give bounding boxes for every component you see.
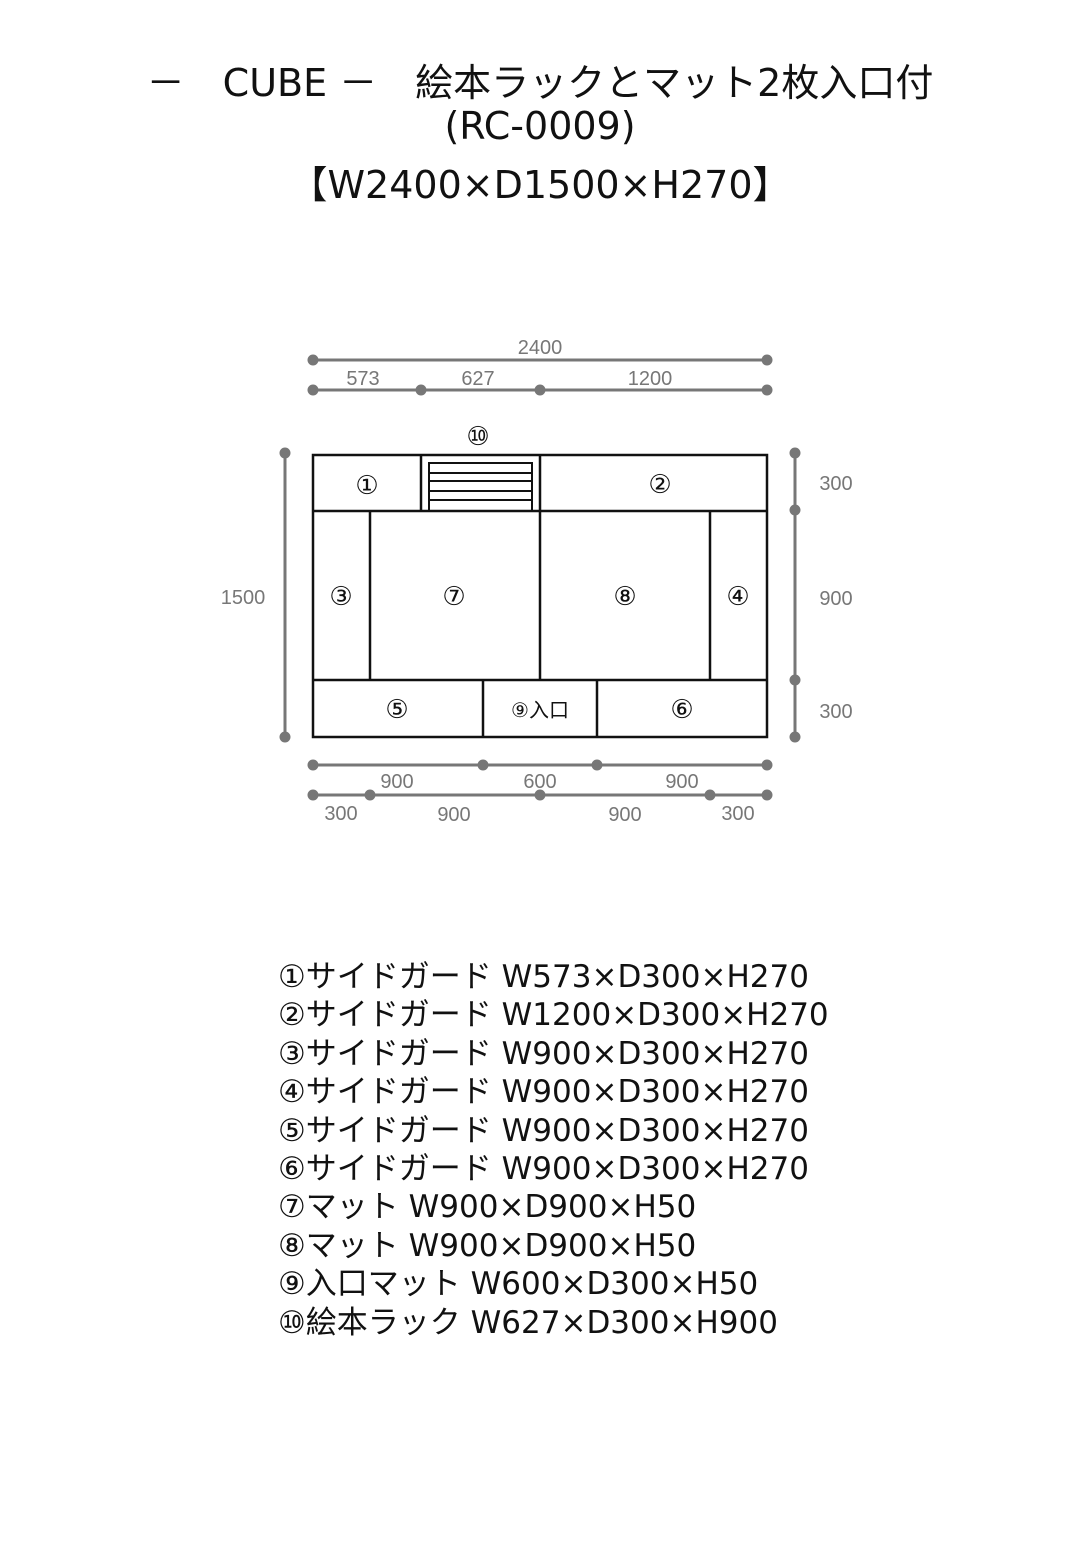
part-7-label: ⑦ (442, 582, 465, 612)
parts-list: ①サイドガード W573×D300×H270 ②サイドガード W1200×D30… (278, 958, 829, 1342)
dim-top: 573 (346, 368, 379, 390)
book-rack-shelves (428, 462, 533, 512)
dim-bottom: 600 (523, 771, 556, 793)
part-6-label: ⑥ (670, 695, 693, 725)
parts-list-item: ⑥サイドガード W900×D300×H270 (278, 1151, 809, 1188)
part-3-label: ③ (329, 582, 352, 612)
title-model-code: (RC-0009) (444, 104, 636, 148)
dim-bottom: 900 (665, 771, 698, 793)
parts-list-item: ⑤サイドガード W900×D300×H270 (278, 1112, 809, 1149)
part-9-label: ⑨入口 (511, 698, 569, 722)
parts-list-item: ⑨入口マット W600×D300×H50 (278, 1266, 759, 1303)
parts-list-item: ⑦マット W900×D900×H50 (278, 1189, 697, 1226)
dim-right: 900 (819, 588, 852, 610)
layout-diagram: 2400 573 627 1200 1500 300 900 300 900 6… (221, 337, 853, 826)
layout-outline (311, 453, 769, 739)
dim-bottom: 900 (608, 804, 641, 826)
dim-bottom: 900 (380, 771, 413, 793)
part-8-label: ⑧ (613, 582, 636, 612)
dim-total-width: 2400 (518, 337, 563, 359)
part-2-label: ② (648, 470, 671, 500)
parts-list-item: ①サイドガード W573×D300×H270 (278, 959, 809, 995)
title-dimensions: 【W2400×D1500×H270】 (289, 163, 791, 207)
dim-top: 1200 (628, 368, 673, 390)
parts-list-item: ⑧マット W900×D900×H50 (278, 1227, 697, 1264)
dim-bottom: 300 (324, 803, 357, 825)
dim-total-depth: 1500 (221, 587, 266, 609)
dim-bottom: 300 (721, 803, 754, 825)
parts-list-item: ⑩絵本ラック W627×D300×H900 (278, 1304, 778, 1341)
parts-list-item: ④サイドガード W900×D300×H270 (278, 1074, 809, 1111)
dim-bottom: 900 (437, 804, 470, 826)
title-line-1: － CUBE － 絵本ラックとマット2枚入口付 (146, 61, 934, 105)
parts-list-item: ③サイドガード W900×D300×H270 (278, 1035, 809, 1072)
dim-right: 300 (819, 473, 852, 495)
part-5-label: ⑤ (385, 695, 408, 725)
dim-right: 300 (819, 701, 852, 723)
dimension-lines (279, 354, 801, 801)
part-10-label: ⑩ (466, 422, 489, 452)
dim-top: 627 (461, 368, 494, 390)
part-4-label: ④ (726, 582, 749, 612)
part-1-label: ① (355, 471, 378, 501)
parts-list-item: ②サイドガード W1200×D300×H270 (278, 997, 829, 1034)
